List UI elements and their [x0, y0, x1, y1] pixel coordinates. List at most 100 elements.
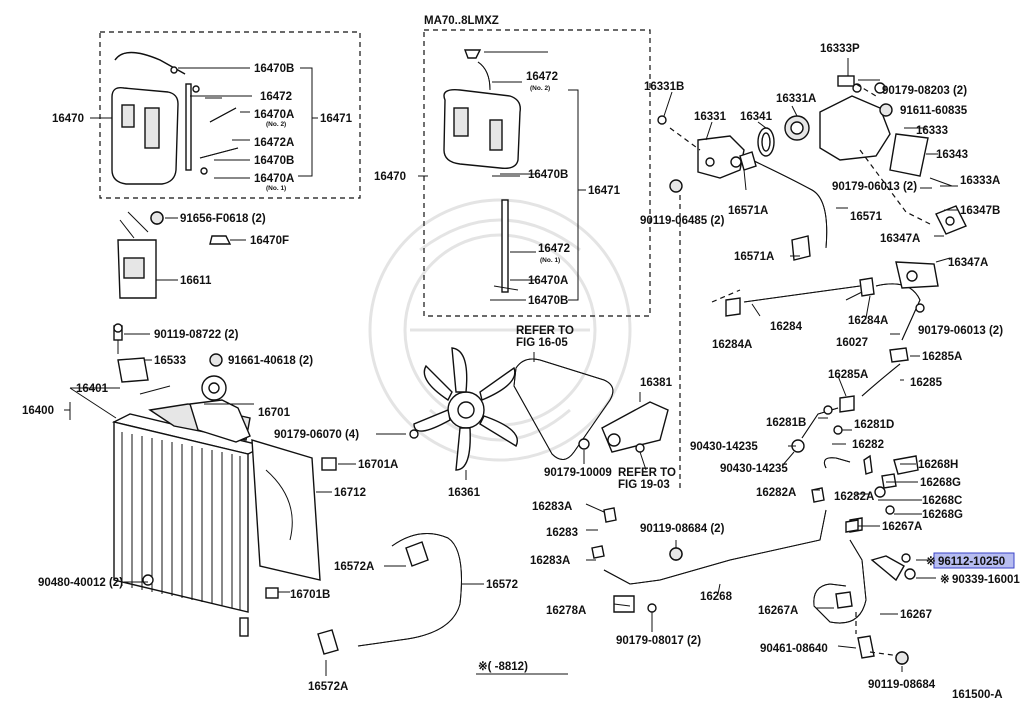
label-16712: 16712 [334, 487, 366, 499]
label-16284A: 16284A [848, 315, 888, 327]
label-16268: 16268 [700, 591, 733, 603]
label-90430-14235: 90430-14235 [720, 463, 788, 475]
label-16401: 16401 [76, 383, 109, 395]
radiator-assembly [64, 323, 419, 637]
label-16282A: 16282A [834, 491, 874, 503]
label-16333A: 16333A [960, 175, 1000, 187]
label-16361: 16361 [448, 487, 481, 499]
label-91611-60835: 91611-60835 [900, 105, 968, 117]
label-16333P: 16333P [820, 43, 860, 55]
label-no2: (No. 2) [530, 85, 550, 92]
label-90179-06013: 90179-06013 (2) [832, 181, 917, 193]
label-16333: 16333 [916, 125, 948, 137]
label-16470B: 16470B [528, 169, 568, 181]
label-16472A: 16472A [254, 137, 294, 149]
label-16470: 16470 [374, 171, 406, 183]
label-90339-16001: 90339-16001 [952, 574, 1020, 586]
label-16331: 16331 [694, 111, 727, 123]
v-belt [513, 352, 614, 460]
label-16283: 16283 [546, 527, 578, 539]
lower-radiator-hose [317, 533, 484, 676]
label-16268H: 16268H [918, 459, 958, 471]
label-no2: (No. 2) [266, 121, 286, 128]
label-16285: 16285 [910, 377, 943, 389]
label-90179-06070: 90179-06070 (4) [274, 429, 359, 441]
cooling-fan [413, 347, 518, 480]
label-16472: 16472 [260, 91, 292, 103]
label-16571A: 16571A [728, 205, 768, 217]
label-16283A: 16283A [530, 555, 570, 567]
refer-fan-line2: FIG 16-05 [516, 337, 568, 349]
label-91661-40618: 91661-40618 (2) [228, 355, 313, 367]
label-91656-F0618: 91656-F0618 (2) [180, 213, 266, 225]
label-90179-10009: 90179-10009 [544, 467, 612, 479]
label-16572A: 16572A [308, 681, 348, 693]
label-90461-08640: 90461-08640 [760, 643, 828, 655]
thermostat-housing-group [657, 58, 967, 490]
bolt-markers [150, 103, 909, 665]
label-16283A: 16283A [532, 501, 572, 513]
label-16027: 16027 [836, 337, 868, 349]
label-16611: 16611 [180, 275, 212, 287]
label-16331A: 16331A [776, 93, 816, 105]
label-16281D: 16281D [854, 419, 894, 431]
label-16281B: 16281B [766, 417, 806, 429]
label-16284: 16284 [770, 321, 803, 333]
label-16400: 16400 [22, 405, 54, 417]
label-16533: 16533 [154, 355, 186, 367]
label-90179-08203: 90179-08203 (2) [882, 85, 967, 97]
label-90119-08684: 90119-08684 [868, 679, 936, 691]
footnote: ※( -8812) [478, 660, 528, 673]
reservoir-group-ma70 [418, 29, 651, 317]
label-16470A: 16470A [254, 173, 294, 185]
label-16268G: 16268G [922, 509, 963, 521]
label-16701: 16701 [258, 407, 291, 419]
label-16268G: 16268G [920, 477, 961, 489]
part-labels: MA70..8LMXZ REFER TO FIG 16-05 REFER TO … [22, 15, 1020, 701]
label-16268C: 16268C [922, 495, 962, 507]
refer-bracket-line1: REFER TO [618, 467, 676, 479]
label-16341: 16341 [740, 111, 773, 123]
label-16472: 16472 [538, 243, 570, 255]
box-header: MA70..8LMXZ [424, 15, 499, 27]
marker-asterisk: ※ [926, 555, 936, 568]
label-16470A: 16470A [528, 275, 568, 287]
label-90119-06485: 90119-06485 (2) [640, 215, 725, 227]
label-16381: 16381 [640, 377, 673, 389]
heater-pipe-group [711, 257, 951, 413]
refer-bracket-line2: FIG 19-03 [618, 479, 670, 491]
marker-asterisk: ※ [940, 573, 950, 586]
label-16470B: 16470B [528, 295, 568, 307]
label-90480-40012: 90480-40012 (2) [38, 577, 123, 589]
label-16571: 16571 [850, 211, 883, 223]
label-16471: 16471 [588, 185, 621, 197]
label-90119-08722: 90119-08722 (2) [154, 329, 239, 341]
label-90179-08017: 90179-08017 (2) [616, 635, 701, 647]
label-16285A: 16285A [828, 369, 868, 381]
reservoir-group [90, 31, 361, 199]
label-16572: 16572 [486, 579, 518, 591]
watermark-emblem [368, 198, 632, 462]
diagram-id: 161500-A [952, 689, 1003, 701]
label-16470B: 16470B [254, 155, 294, 167]
label-16471: 16471 [320, 113, 353, 125]
refer-fan-line1: REFER TO [516, 325, 574, 337]
label-90119-08684: 90119-08684 (2) [640, 523, 725, 535]
label-16470B: 16470B [254, 63, 294, 75]
label-16572A: 16572A [334, 561, 374, 573]
label-16470: 16470 [52, 113, 84, 125]
label-90179-06013: 90179-06013 (2) [918, 325, 1003, 337]
label-16347A: 16347A [880, 233, 920, 245]
label-16267: 16267 [900, 609, 932, 621]
bracket-16381 [578, 392, 669, 471]
label-90430-14235: 90430-14235 [690, 441, 758, 453]
highlight-96112-10250 [933, 552, 1015, 569]
label-16267A: 16267A [758, 605, 798, 617]
label-16470A: 16470A [254, 109, 294, 121]
label-no1: (No. 1) [266, 185, 286, 192]
label-16267A: 16267A [882, 521, 922, 533]
label-16701B: 16701B [290, 589, 330, 601]
label-16571A: 16571A [734, 251, 774, 263]
label-16347A: 16347A [948, 257, 988, 269]
